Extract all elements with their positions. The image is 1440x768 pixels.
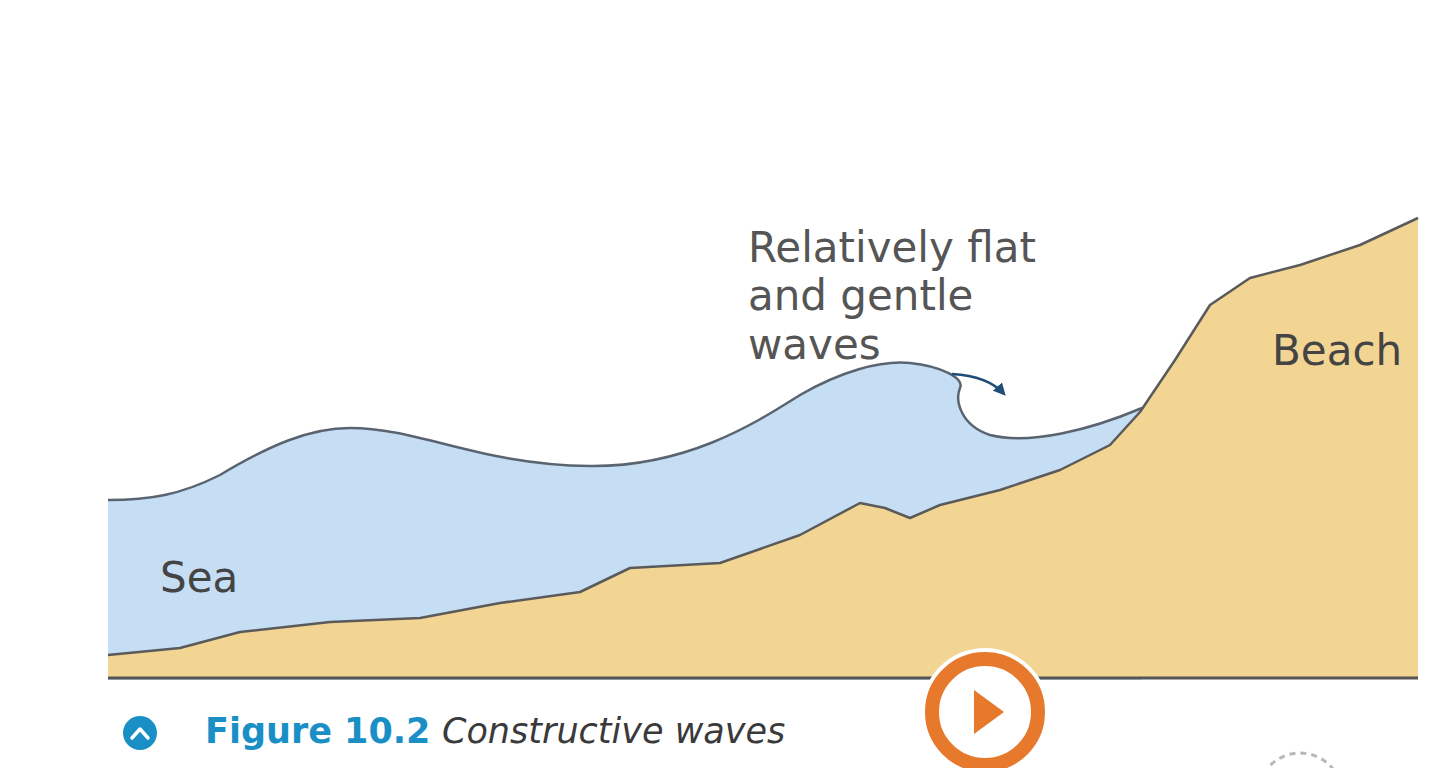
play-triangle	[974, 690, 1004, 734]
beach-sand	[108, 218, 1418, 678]
collapse-icon	[123, 716, 157, 750]
figure-number: Figure 10.2	[205, 712, 430, 751]
sea-surface	[108, 363, 1142, 500]
play-button-halo	[921, 648, 1049, 768]
wave-note: Relatively flat and gentle waves	[748, 224, 1038, 369]
sea-label: Sea	[160, 557, 238, 599]
partial-icon	[1258, 753, 1342, 768]
base-line	[108, 677, 1418, 680]
beach-label: Beach	[1272, 330, 1402, 372]
beach-profile	[108, 218, 1418, 655]
play-button	[932, 659, 1038, 765]
collapse-chevron	[132, 729, 148, 738]
figure-title: Constructive waves	[442, 712, 785, 751]
wave-curl-arrow	[952, 374, 1004, 394]
